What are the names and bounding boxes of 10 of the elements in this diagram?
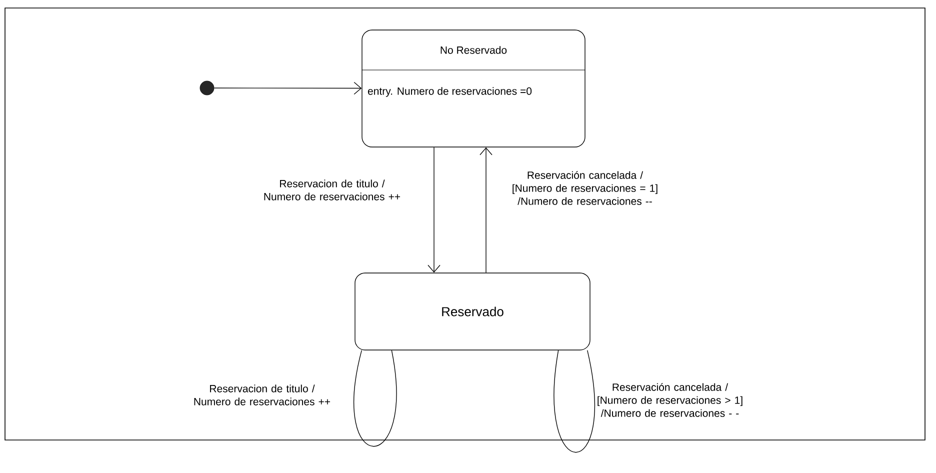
edge-label: Reservacion de titulo / Numero de reservaciones ++ [264, 180, 400, 200]
edge-label: Reservación cancelada / [Numero de reservaciones = 1] /Numero de reservaciones -- [512, 171, 658, 205]
transition-arrow [214, 82, 362, 95]
state-box: No Reservado entry. Numero de reservaciones =0 [362, 30, 586, 148]
transition-arrow [480, 147, 492, 273]
edge-label: Reservación cancelada / [Numero de reservaciones > 1] /Numero de reservaciones - - [598, 383, 742, 417]
initial-state-dot [200, 80, 214, 96]
edge-label: Reservacion de titulo / Numero de reservaciones ++ [194, 384, 330, 406]
state-box: Reservado [354, 272, 590, 350]
transition-arrow [428, 147, 440, 273]
